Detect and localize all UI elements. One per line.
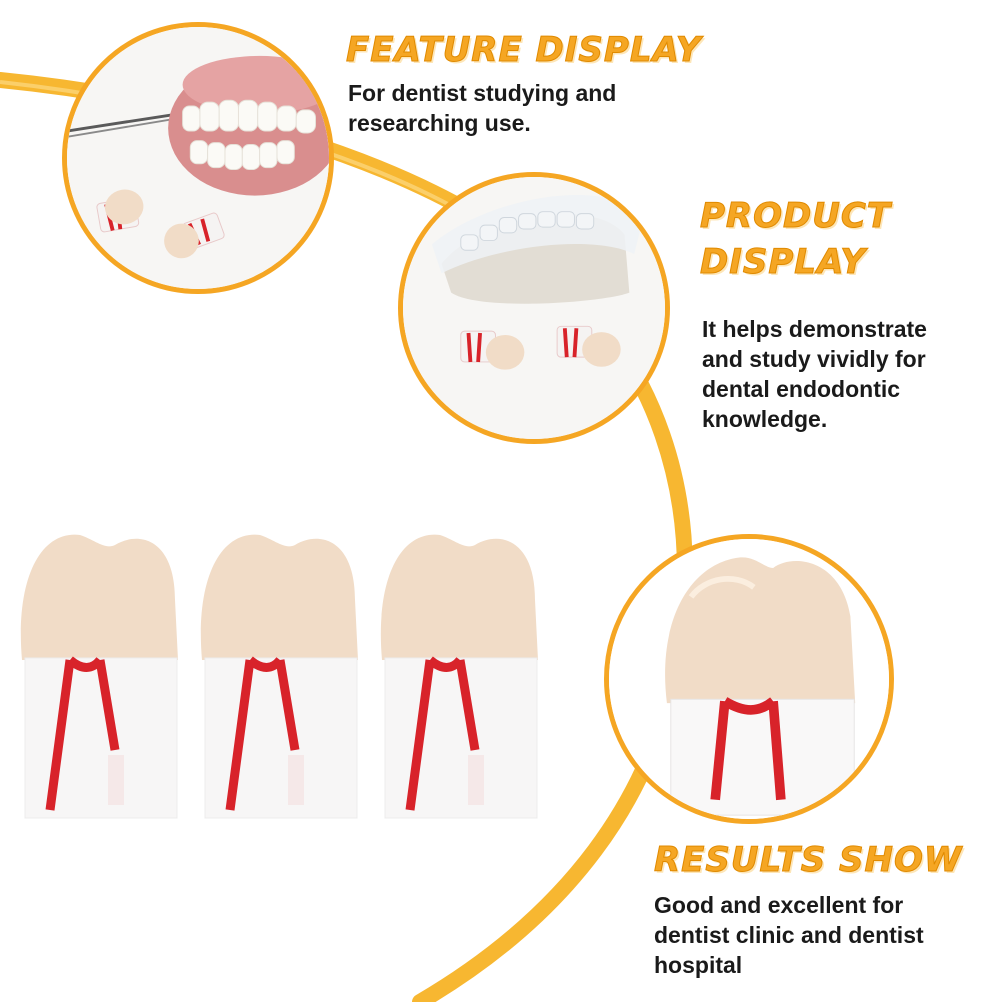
product-image-circle [398, 172, 670, 444]
denture-image [67, 27, 329, 289]
aligner-image [403, 177, 665, 439]
feature-heading: FEATURE DISPLAY [346, 30, 702, 71]
results-description: Good and excellent for dentist clinic an… [654, 892, 924, 978]
results-heading: RESULTS SHOW [653, 840, 963, 881]
feature-image-circle [62, 22, 334, 294]
tooth-model-3 [380, 534, 538, 819]
product-description: It helps demonstrate and study vividly f… [702, 316, 927, 432]
product-heading-line1: PRODUCT [700, 196, 891, 237]
results-image-circle [604, 534, 894, 824]
product-heading-line2: DISPLAY [700, 242, 866, 283]
tooth-model-1 [20, 534, 178, 819]
tooth-models-row [0, 520, 600, 840]
feature-description: For dentist studying and researching use… [348, 80, 617, 136]
tooth-model-2 [200, 534, 358, 819]
tooth-closeup-image [609, 539, 889, 819]
